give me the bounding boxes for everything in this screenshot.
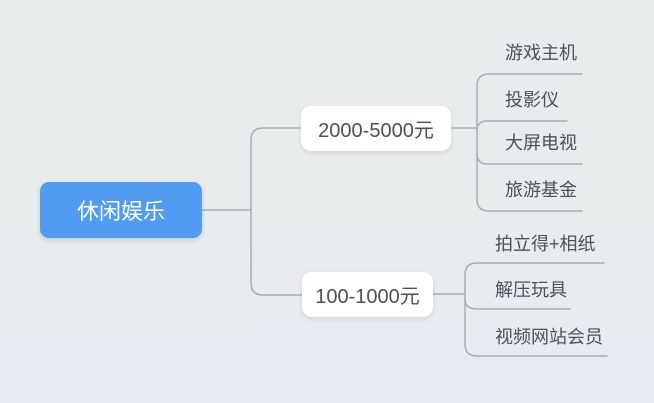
- branch-node-label: 2000-5000元: [318, 120, 434, 142]
- leaf-node-travel-fund[interactable]: 旅游基金: [505, 180, 577, 200]
- leaf-node-polaroid-paper[interactable]: 拍立得+相纸: [495, 234, 596, 254]
- branch-node-2000-5000[interactable]: 2000-5000元: [301, 106, 451, 151]
- leaf-node-projector[interactable]: 投影仪: [505, 90, 559, 110]
- leaf-underline-stress-toys: [464, 298, 571, 310]
- connector-root-bracket: [250, 127, 305, 296]
- connector-branch1-bracket: [476, 73, 583, 212]
- connector-branch2-bracket: [464, 262, 608, 357]
- leaf-underline-big-screen-tv: [476, 153, 583, 165]
- leaf-node-big-screen-tv[interactable]: 大屏电视: [505, 133, 577, 153]
- leaf-node-video-membership[interactable]: 视频网站会员: [495, 327, 603, 347]
- root-node-leisure[interactable]: 休闲娱乐: [40, 182, 202, 238]
- leaf-node-stress-toys[interactable]: 解压玩具: [495, 280, 567, 300]
- branch-node-label: 100-1000元: [315, 286, 420, 308]
- leaf-node-game-console[interactable]: 游戏主机: [505, 43, 577, 63]
- branch-node-100-1000[interactable]: 100-1000元: [302, 272, 433, 317]
- root-node-label: 休闲娱乐: [76, 199, 165, 224]
- leaf-underline-projector: [476, 120, 568, 132]
